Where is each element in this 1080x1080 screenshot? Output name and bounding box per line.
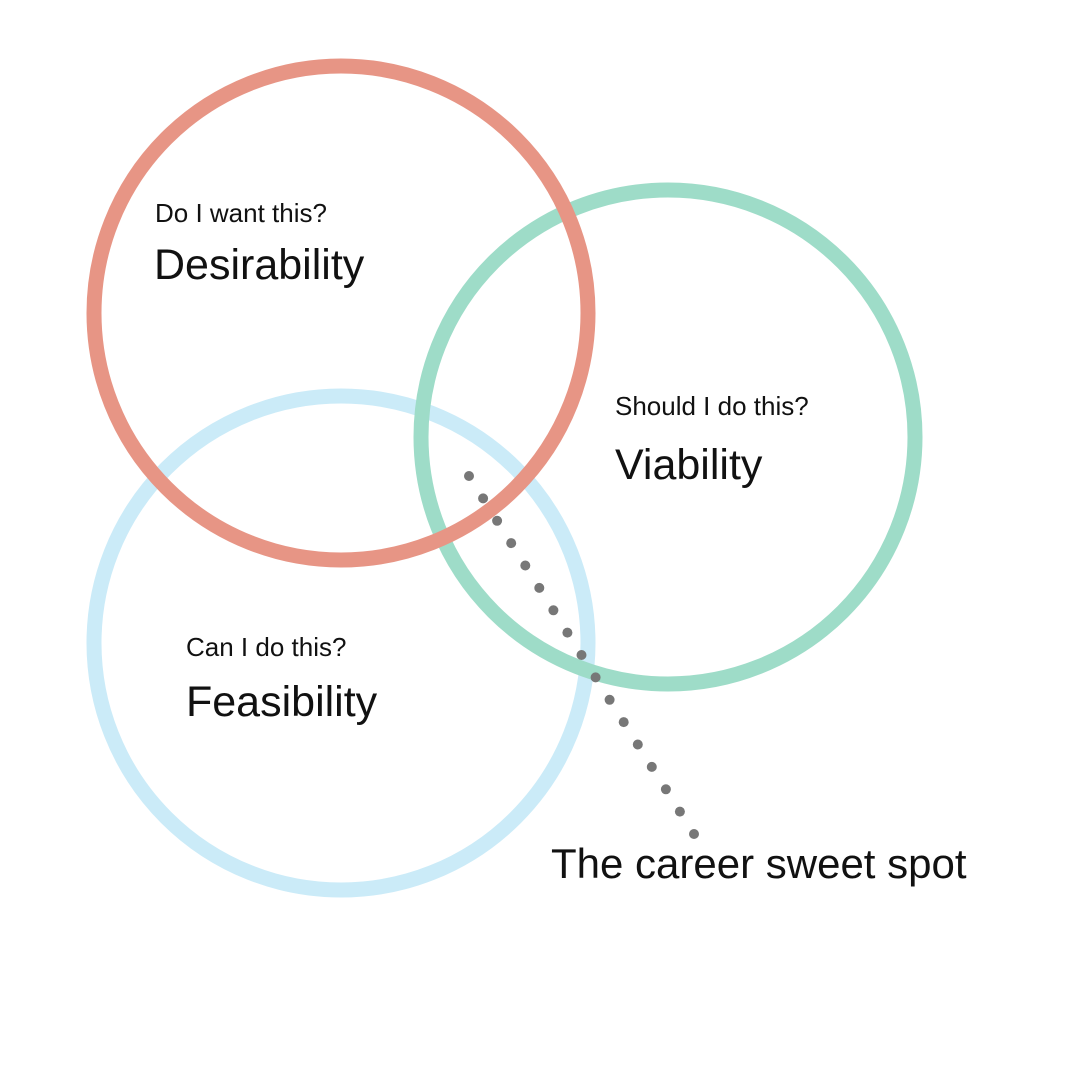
pointer-dot xyxy=(604,694,615,705)
pointer-dot xyxy=(478,493,489,504)
pointer-dot xyxy=(576,650,587,660)
desirability-circle xyxy=(86,58,596,568)
feasibility-question: Can I do this? xyxy=(186,632,347,662)
pointer-dot xyxy=(562,627,573,638)
viability-title: Viability xyxy=(615,441,763,489)
pointer-dot xyxy=(674,806,685,817)
feasibility-circle xyxy=(86,388,596,898)
pointer-dot xyxy=(520,560,531,571)
desirability-question: Do I want this? xyxy=(155,198,327,228)
pointer-dot xyxy=(689,829,699,839)
pointer-dot xyxy=(506,538,517,549)
feasibility-title: Feasibility xyxy=(186,678,378,726)
pointer-dot xyxy=(534,582,545,593)
pointer-dot xyxy=(646,761,657,772)
pointer-dot xyxy=(618,717,629,728)
sweet-spot-pointer xyxy=(464,471,699,839)
desirability-title: Desirability xyxy=(154,241,365,289)
sweet-spot-label: The career sweet spot xyxy=(551,840,967,887)
pointer-dot xyxy=(548,605,559,616)
pointer-dot xyxy=(632,739,643,750)
pointer-dot xyxy=(590,672,601,683)
pointer-dot xyxy=(492,515,503,526)
pointer-dot xyxy=(660,784,671,795)
viability-circle xyxy=(413,182,923,692)
viability-question: Should I do this? xyxy=(615,391,809,421)
pointer-dot xyxy=(464,471,474,481)
